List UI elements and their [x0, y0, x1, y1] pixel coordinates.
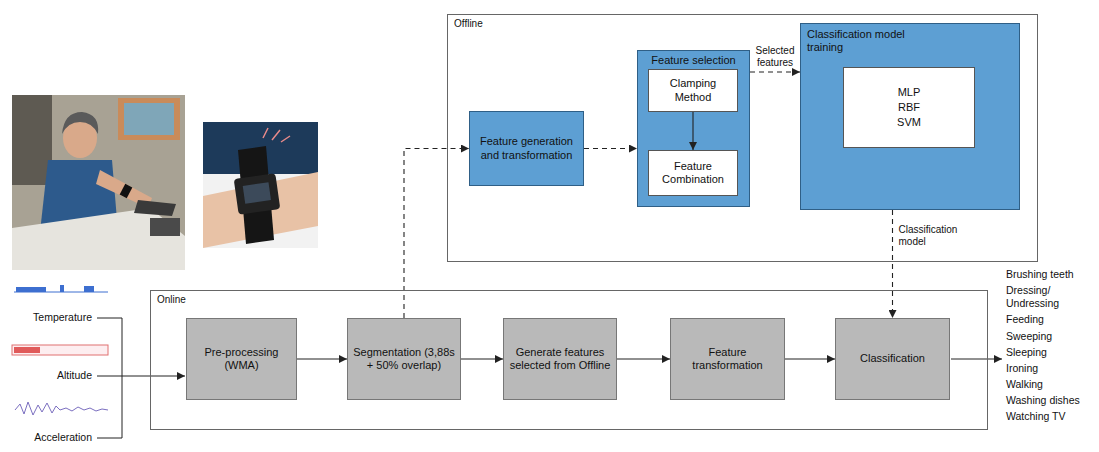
signal-trace — [84, 286, 94, 292]
method-box: Clamping Method — [648, 69, 738, 112]
watch-case — [234, 173, 281, 214]
process-box: Segmentation (3,88s + 50% overlap) — [347, 318, 461, 400]
wall-painting — [118, 98, 180, 140]
label-holder: Ironing — [1006, 362, 1094, 375]
activity-name: Ironing — [1006, 362, 1094, 375]
signal-trace — [14, 347, 40, 353]
watch-face — [243, 182, 271, 203]
activity-name: Washing dishes — [1006, 394, 1094, 407]
ironing-photo — [12, 95, 185, 270]
flow-arrow — [297, 358, 347, 359]
input-wire — [97, 318, 122, 438]
dashed-arrow — [892, 210, 893, 318]
box-label: Clamping Method — [654, 77, 732, 103]
photo-background — [12, 95, 185, 270]
temperature-signal — [14, 285, 108, 292]
watch-photo — [203, 122, 318, 248]
process-box: Pre-processing (WMA) — [186, 318, 297, 400]
edge-label: Selected features — [751, 45, 799, 69]
label-holder: Washing dishes — [1006, 394, 1094, 407]
label-holder: Feeding — [1006, 313, 1094, 326]
box-label: Classification — [860, 352, 925, 365]
edge-label: Classification model — [899, 224, 971, 248]
model-list-box: MLP RBF SVM — [843, 67, 975, 148]
group-title: Feature selection — [638, 54, 749, 67]
box-label: Feature Combination — [654, 160, 732, 186]
ironing-board — [12, 208, 185, 270]
activity-name: Feeding — [1006, 313, 1094, 326]
box-label: MLP RBF SVM — [897, 85, 921, 130]
hair — [62, 112, 98, 134]
signal-trace — [60, 285, 64, 292]
activity-name: Sleeping — [1006, 346, 1094, 359]
box-label: Segmentation (3,88s + 50% overlap) — [353, 346, 455, 372]
activity-name: Brushing teeth — [1006, 268, 1094, 281]
acceleration-signal — [15, 402, 108, 415]
signal-trace — [15, 402, 108, 415]
box-label: Pre-processing (WMA) — [192, 346, 291, 372]
flow-arrow — [617, 358, 670, 359]
process-box: Classification — [835, 318, 950, 400]
output-arrow — [951, 359, 1002, 360]
iron-cable-box — [150, 218, 180, 236]
online-panel: OnlinePre-processing (WMA) Segmentation (… — [150, 290, 988, 430]
input-arrow — [97, 376, 185, 377]
process-box: Feature transformation — [670, 318, 785, 400]
panel-title: Offline — [454, 18, 1037, 30]
flow-arrow — [461, 358, 503, 359]
flow-arrow — [785, 358, 835, 359]
group-box: Feature selectionClamping MethodFeature … — [637, 50, 750, 207]
activity-name: Watching TV — [1006, 410, 1094, 423]
altitude-signal — [12, 345, 108, 355]
label-holder: Acceleration — [34, 431, 92, 444]
label-holder: Watching TV — [1006, 410, 1094, 423]
label-holder: Brushing teeth — [1006, 268, 1094, 281]
label-holder: Walking — [1006, 378, 1094, 391]
signal-marks — [263, 128, 290, 142]
group-title: Classification model training — [807, 28, 917, 54]
edge-label-holder: Classification model — [899, 224, 971, 248]
signal-name: Acceleration — [34, 431, 92, 444]
signal-name: Altitude — [57, 369, 92, 382]
flow-arrow — [692, 112, 693, 150]
signal-trace — [16, 287, 46, 292]
panel-title: Online — [157, 294, 987, 306]
method-box: Feature Combination — [648, 150, 738, 196]
label-holder: Sleeping — [1006, 346, 1094, 359]
group-box: Classification model trainingMLP RBF SVM — [800, 23, 1020, 210]
wrist-watch — [120, 184, 133, 198]
signal-trace — [12, 345, 108, 355]
dashed-arrow — [750, 71, 800, 72]
box-label: Generate features selected from Offline — [509, 346, 611, 372]
label-holder: Temperature — [33, 311, 92, 324]
dashed-arrow — [404, 149, 469, 319]
activity-name: Sweeping — [1006, 330, 1094, 343]
label-holder: Altitude — [57, 369, 92, 382]
signal-name: Temperature — [33, 311, 92, 324]
dashed-arrow — [584, 148, 637, 149]
process-box: Feature generation and transformation — [469, 111, 584, 186]
box-label: Feature transformation — [676, 346, 779, 372]
label-holder: Sweeping — [1006, 330, 1094, 343]
iron — [134, 200, 176, 216]
box-label: Feature generation and transformation — [475, 135, 578, 161]
photo-background — [203, 122, 318, 248]
label-holder: Dressing/ Undressing — [1006, 284, 1094, 310]
painting-inner — [124, 103, 174, 135]
activity-name: Dressing/ Undressing — [1006, 284, 1094, 310]
edge-label-holder: Selected features — [751, 45, 799, 69]
photo-shadow — [12, 95, 52, 185]
activity-name: Walking — [1006, 378, 1094, 391]
process-box: Generate features selected from Offline — [503, 318, 617, 400]
